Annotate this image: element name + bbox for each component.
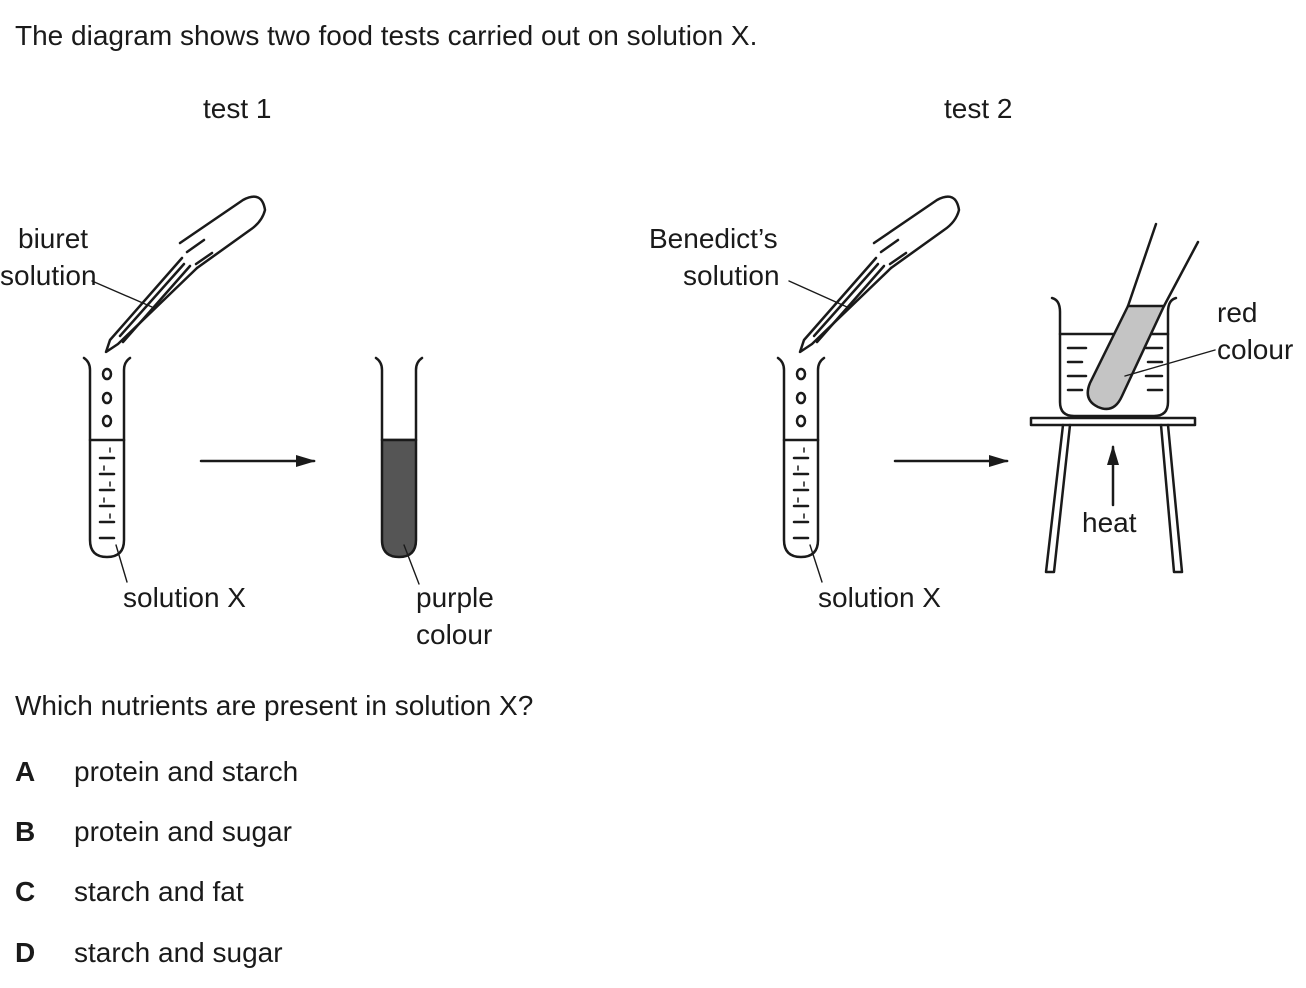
red-leader-line bbox=[1124, 349, 1216, 377]
option-d-letter: D bbox=[15, 937, 36, 968]
purple-leader-line bbox=[403, 544, 420, 585]
option-c-letter: C bbox=[15, 876, 36, 907]
option-a-letter: A bbox=[15, 756, 36, 787]
option-a-text: protein and starch bbox=[74, 756, 299, 787]
test1-tube bbox=[82, 356, 132, 559]
benedicts-label-line1: Benedict’s bbox=[649, 223, 778, 254]
test2-solution-leader-line bbox=[809, 544, 823, 583]
biuret-leader-line bbox=[91, 280, 153, 308]
tripod-stand bbox=[1029, 416, 1197, 574]
test1-solution-x-label: solution X bbox=[123, 582, 246, 613]
option-d-text: starch and sugar bbox=[74, 937, 283, 968]
purple-label-line2: colour bbox=[416, 619, 493, 650]
biuret-label-line1: biuret bbox=[18, 223, 89, 254]
red-result-tube bbox=[1086, 222, 1200, 411]
heat-label: heat bbox=[1082, 507, 1137, 538]
red-label-line1: red bbox=[1217, 297, 1258, 328]
option-b-text: protein and sugar bbox=[74, 816, 292, 847]
test1-title: test 1 bbox=[203, 93, 272, 124]
option-c-text: starch and fat bbox=[74, 876, 244, 907]
purple-label-line1: purple bbox=[416, 582, 494, 613]
biuret-label-line2: solution bbox=[0, 260, 97, 291]
purple-result-tube bbox=[374, 356, 424, 559]
test2-pipette bbox=[798, 195, 961, 354]
question-stem: The diagram shows two food tests carried… bbox=[15, 20, 758, 51]
red-label-line2: colour bbox=[1217, 334, 1294, 365]
test2-solution-x-label: solution X bbox=[818, 582, 941, 613]
benedicts-label-line2: solution bbox=[683, 260, 780, 291]
benedicts-leader-line bbox=[788, 280, 848, 308]
question-prompt: Which nutrients are present in solution … bbox=[15, 690, 534, 721]
test1-solution-leader-line bbox=[115, 544, 128, 583]
test1-pipette bbox=[104, 195, 267, 354]
option-b-letter: B bbox=[15, 816, 36, 847]
test2-title: test 2 bbox=[944, 93, 1013, 124]
test2-tube bbox=[776, 356, 826, 559]
